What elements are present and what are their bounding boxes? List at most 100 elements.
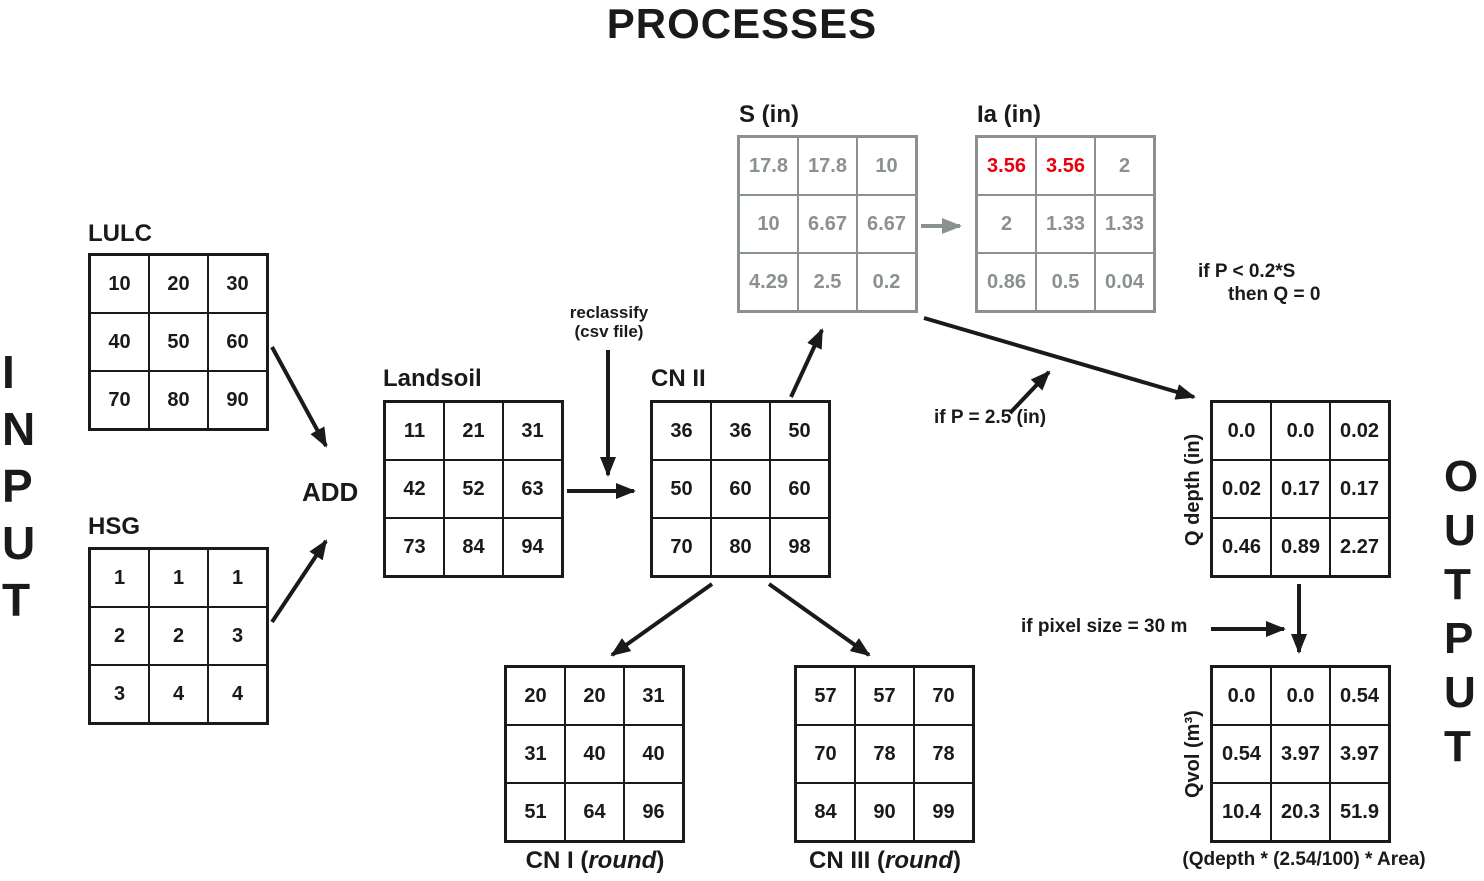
grid-cell: 64: [565, 783, 624, 841]
output-letter: U: [1444, 668, 1476, 717]
grid-cell: 30: [208, 255, 267, 313]
input-letter: T: [2, 574, 31, 626]
grid-cell: 80: [149, 371, 208, 429]
cn1-label-prefix: CN I (: [525, 847, 589, 874]
input-side-label: I N P U T: [2, 344, 35, 629]
cn1-label: CN I (round): [504, 847, 686, 875]
grid-cell: 3.97: [1330, 725, 1389, 783]
output-letter: P: [1444, 614, 1474, 663]
p-condition-note: if P = 2.5 (in): [934, 407, 1047, 428]
grid-cell: 17.8: [798, 137, 857, 195]
grid-cell: 57: [855, 667, 914, 725]
reclassify-note: reclassify (csv file): [548, 303, 670, 341]
cn2-label: CN II: [651, 365, 706, 392]
grid-cell: 1: [90, 549, 149, 607]
output-letter: T: [1444, 722, 1471, 771]
grid-cell: 2: [977, 195, 1036, 253]
grid-cell: 3: [90, 665, 149, 723]
input-letter: U: [2, 517, 36, 569]
input-letter: P: [2, 460, 33, 512]
grid-cell: 70: [914, 667, 973, 725]
grid-cell: 84: [796, 783, 855, 841]
grid-cell: 6.67: [857, 195, 916, 253]
grid-cell: 4: [208, 665, 267, 723]
grid-cell: 3.56: [1036, 137, 1095, 195]
grid-cell: 10: [90, 255, 149, 313]
grid-cell: 0.02: [1330, 402, 1389, 460]
grid-cell: 52: [444, 460, 503, 518]
lulc-label: LULC: [88, 220, 152, 247]
qdepth-label: Q depth (in): [1182, 433, 1204, 546]
input-letter: I: [2, 346, 15, 398]
qvol-formula-note: (Qdepth * (2.54/100) * Area): [1182, 849, 1426, 870]
grid-cell: 36: [652, 402, 711, 460]
grid-cell: 50: [770, 402, 829, 460]
grid-cell: 20.3: [1271, 783, 1330, 841]
grid-cell: 60: [208, 313, 267, 371]
grid-cell: 0.5: [1036, 253, 1095, 311]
grid-cell: 10: [857, 137, 916, 195]
grid-cell: 70: [796, 725, 855, 783]
cn3-label: CN III (round): [794, 847, 976, 875]
add-label: ADD: [302, 477, 359, 507]
grid-cell: 20: [506, 667, 565, 725]
arrow-lulc-to-add: [270, 346, 328, 448]
grid-cell: 3: [208, 607, 267, 665]
pixel-size-note: if pixel size = 30 m: [1021, 616, 1188, 637]
grid-cell: 20: [149, 255, 208, 313]
s-label: S (in): [739, 101, 799, 128]
grid-cell: 0.46: [1212, 518, 1271, 576]
ia-label: Ia (in): [977, 101, 1041, 128]
q0-condition-line1: if P < 0.2*S: [1198, 261, 1296, 282]
grid-cell: 0.54: [1212, 725, 1271, 783]
arrow-cn2-to-cn3: [767, 582, 871, 657]
grid-cell: 50: [149, 313, 208, 371]
grid-cell: 10: [739, 195, 798, 253]
grid-cell: 0.89: [1271, 518, 1330, 576]
grid-cell: 98: [770, 518, 829, 576]
grid-cell: 63: [503, 460, 562, 518]
grid-cell: 94: [503, 518, 562, 576]
grid-cell: 40: [565, 725, 624, 783]
cn3-label-prefix: CN III (: [809, 847, 885, 874]
qvol-label: Qvol (m³): [1182, 710, 1204, 799]
grid-cell: 0.0: [1271, 402, 1330, 460]
grid-cell: 0.0: [1212, 402, 1271, 460]
page-title: PROCESSES: [606, 0, 878, 47]
cn1-label-italic: round: [588, 847, 657, 874]
grid-cell: 96: [624, 783, 683, 841]
q0-condition-note: if P < 0.2*S then Q = 0: [1198, 260, 1320, 306]
grid-cell: 0.04: [1095, 253, 1154, 311]
grid-cell: 57: [796, 667, 855, 725]
arrow-cn2-to-cn1: [610, 582, 714, 657]
arrow-hsg-to-add: [270, 539, 328, 624]
hsg-label: HSG: [88, 513, 141, 540]
output-letter: U: [1444, 506, 1476, 555]
grid-cell: 80: [711, 518, 770, 576]
grid-cell: 3.97: [1271, 725, 1330, 783]
grid-cell: 0.0: [1271, 667, 1330, 725]
grid-cell: 11: [385, 402, 444, 460]
grid-cell: 6.67: [798, 195, 857, 253]
grid-cell: 1.33: [1095, 195, 1154, 253]
grid-cell: 73: [385, 518, 444, 576]
grid-cell: 36: [711, 402, 770, 460]
grid-cell: 1: [208, 549, 267, 607]
grid-cell: 2: [1095, 137, 1154, 195]
grid-cell: 2.5: [798, 253, 857, 311]
grid-cell: 51.9: [1330, 783, 1389, 841]
landsoil-label: Landsoil: [383, 365, 482, 392]
cn3-label-italic: round: [885, 847, 953, 874]
grid-cell: 0.17: [1330, 460, 1389, 518]
grid-cell: 70: [652, 518, 711, 576]
grid-cell: 0.54: [1330, 667, 1389, 725]
grid-cell: 0.02: [1212, 460, 1271, 518]
grid-cell: 31: [624, 667, 683, 725]
grid-cell: 78: [914, 725, 973, 783]
